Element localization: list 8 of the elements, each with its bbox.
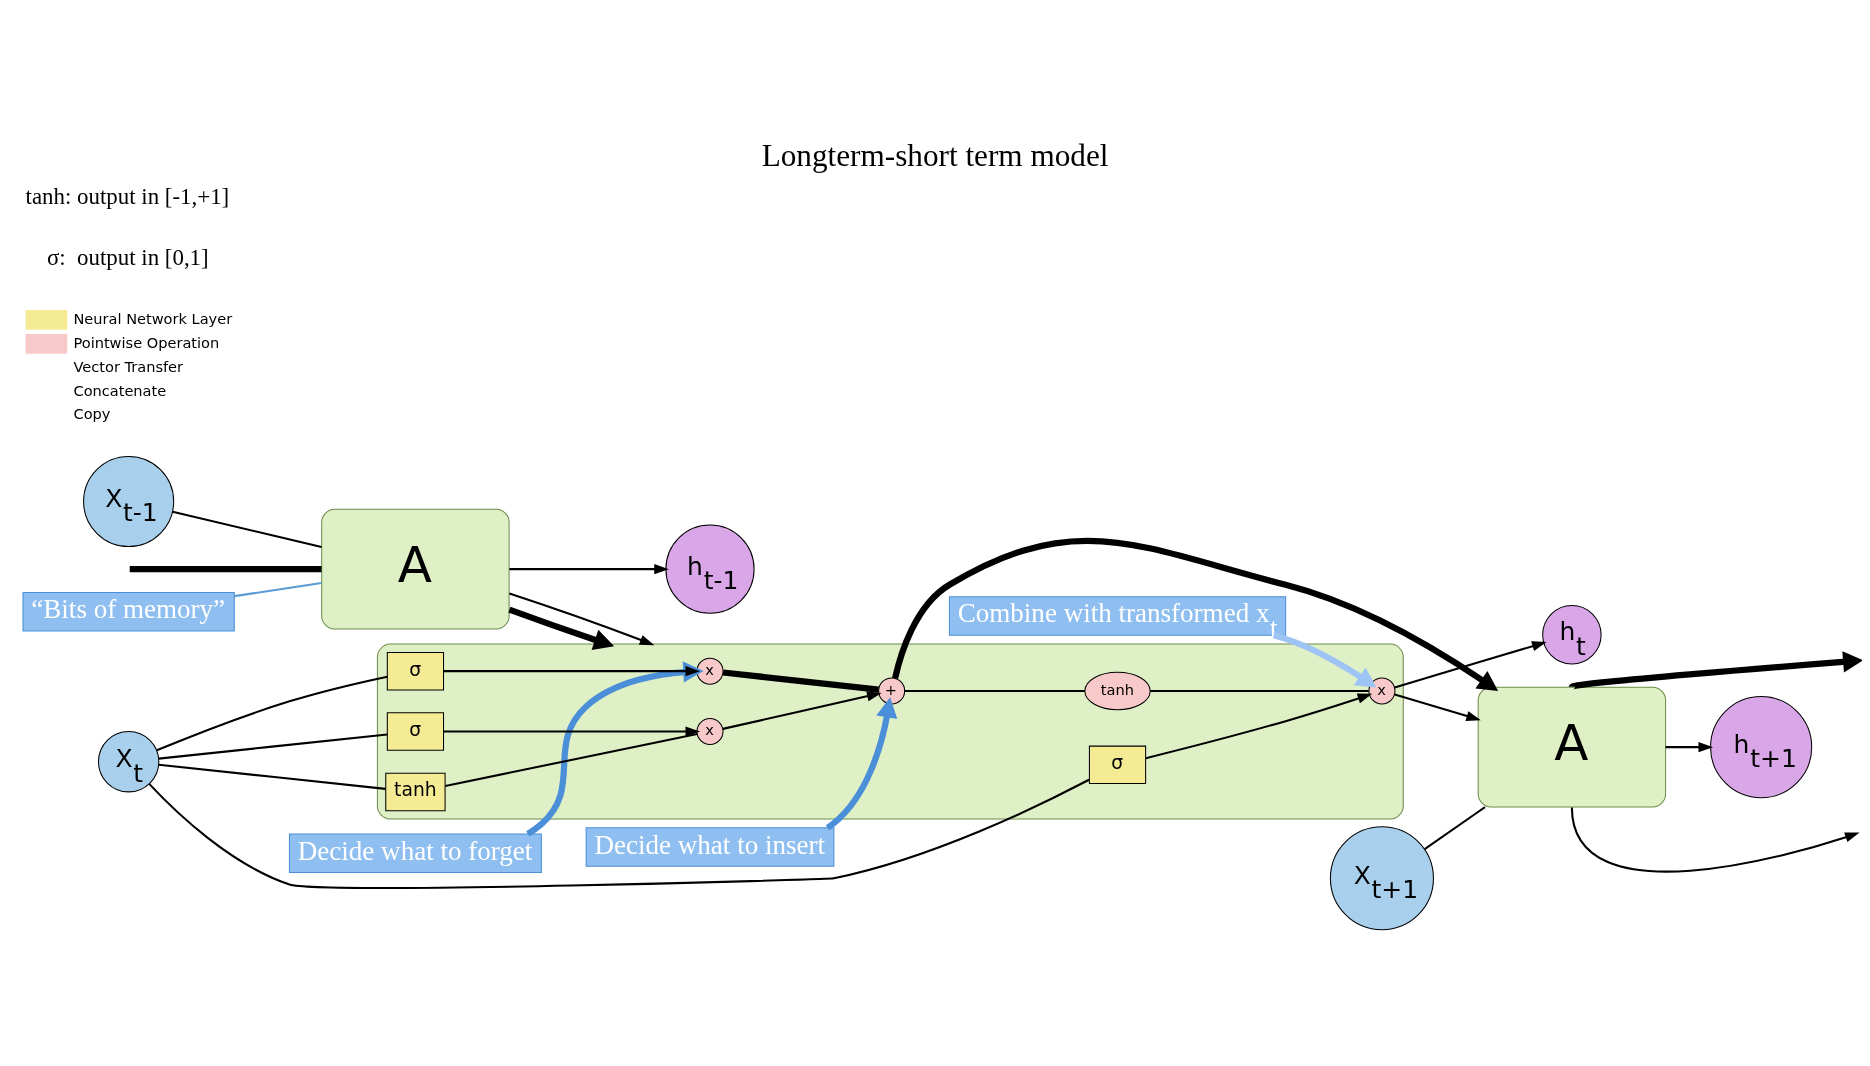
legend-label: Neural Network Layer: [73, 309, 233, 327]
label: σ: output in [0,1]: [46, 244, 209, 270]
legend-label: Pointwise Operation: [73, 333, 220, 351]
label: tanh: output in [-1,+1]: [25, 183, 230, 209]
legend-label: Concatenate: [73, 381, 167, 399]
diagram-title: Longterm-short term model: [761, 137, 1109, 173]
legend-label: Copy: [73, 404, 111, 422]
legend-label: Vector Transfer: [73, 357, 184, 375]
